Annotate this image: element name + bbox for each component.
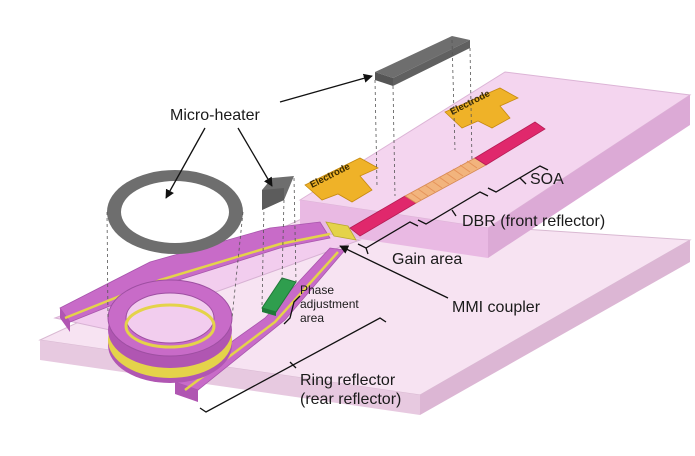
phase-label-line1: Phase	[300, 283, 334, 297]
floating-dbr-heater	[375, 36, 470, 86]
ring-resonator	[107, 279, 233, 383]
micro-heater-label: Micro-heater	[170, 107, 260, 124]
dbr-label: DBR (front reflector)	[462, 213, 605, 230]
brackets	[199, 165, 549, 413]
phase-label-line3: area	[300, 311, 324, 325]
phase-label-line2: adjustment	[300, 297, 359, 311]
pointer-arrows	[165, 73, 449, 299]
gain-area-label: Gain area	[392, 251, 462, 268]
active-stripe	[349, 121, 546, 237]
mmi-coupler-block	[325, 221, 357, 241]
projection-lines	[106, 39, 473, 319]
soa-label: SOA	[530, 171, 564, 188]
ring-reflector-label-line1: Ring reflector	[300, 372, 396, 389]
floating-ring-heater	[107, 170, 243, 254]
mmi-coupler-label: MMI coupler	[452, 299, 541, 316]
floating-phase-heater	[262, 176, 294, 210]
ring-reflector-label-line2: (rear reflector)	[300, 391, 401, 408]
